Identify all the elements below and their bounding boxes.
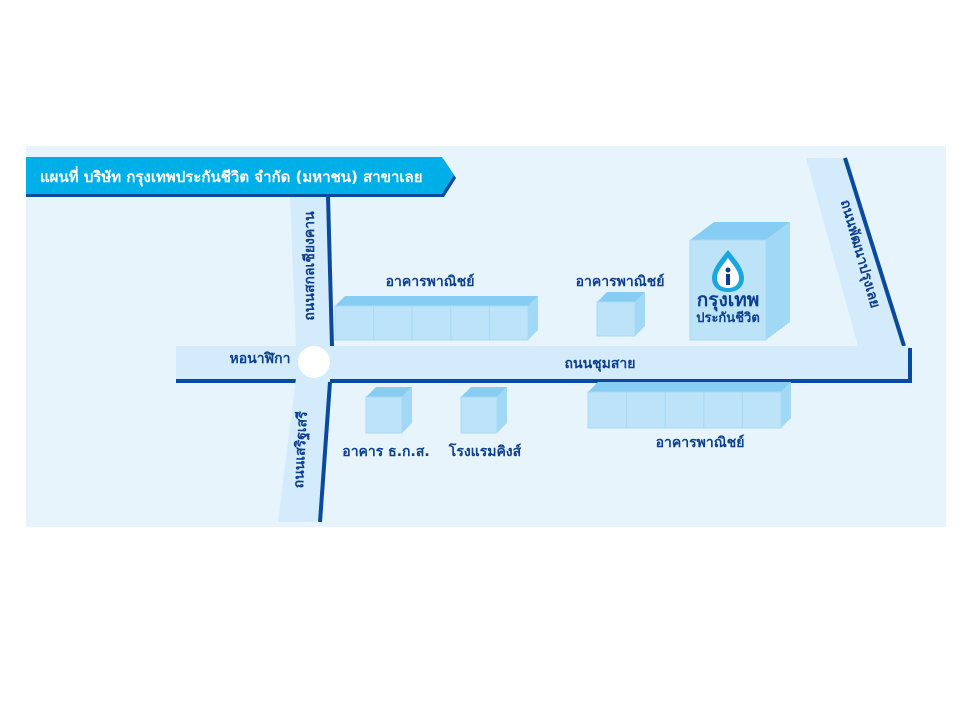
label-shops-north-right: อาคารพาณิชย์ [576, 273, 665, 290]
building-unit [664, 391, 705, 429]
building-unit [587, 391, 628, 429]
building-unit [365, 396, 403, 434]
company-logo-icon [712, 250, 744, 292]
baac-building [365, 387, 412, 434]
company-name-line1: กรุงเทพ [697, 289, 760, 312]
map-title: แผนที่ บริษัท กรุงเทพประกันชีวิต จำกัด (… [40, 166, 423, 187]
building-unit [703, 391, 743, 429]
label-baac: อาคาร ธ.ก.ส. [342, 444, 429, 460]
building-unit [488, 305, 529, 341]
shops-north-right [596, 292, 645, 337]
label-shops-south: อาคารพาณิชย์ [656, 434, 745, 451]
building-unit [450, 305, 490, 341]
clock-tower-roundabout [298, 346, 330, 378]
building-unit [460, 396, 498, 434]
title-banner: แผนที่ บริษัท กรุงเทพประกันชีวิต จำกัด (… [26, 157, 456, 197]
buildings [334, 292, 791, 434]
building-unit [411, 305, 452, 341]
road-label-main: ถนนชุมสาย [565, 356, 636, 372]
shops-south [587, 382, 791, 429]
label-shops-north-left: อาคารพาณิชย์ [386, 273, 475, 290]
shops-north-left [334, 296, 538, 341]
building-unit [626, 391, 666, 429]
company-building[interactable]: กรุงเทพ ประกันชีวิต [689, 222, 790, 341]
road-label-left-north: ถนนสกลเชียงคาน [302, 211, 318, 321]
building-unit [373, 305, 413, 341]
building-unit [334, 305, 375, 341]
road-left: ถนนสกลเชียงคาน ถนนเสริฐเสรี [278, 195, 334, 523]
clock-tower-label: หอนาฬิกา [230, 351, 291, 367]
road-label-left-south: ถนนเสริฐเสรี [291, 410, 312, 488]
hotel-building [460, 387, 507, 434]
building-unit [741, 391, 782, 429]
road-right: ถนนพัฒนาปรุงเลย [806, 157, 906, 347]
label-hotel: โรงแรมคิงส์ [448, 442, 522, 460]
company-name-line2: ประกันชีวิต [696, 310, 760, 326]
building-unit [596, 301, 636, 337]
